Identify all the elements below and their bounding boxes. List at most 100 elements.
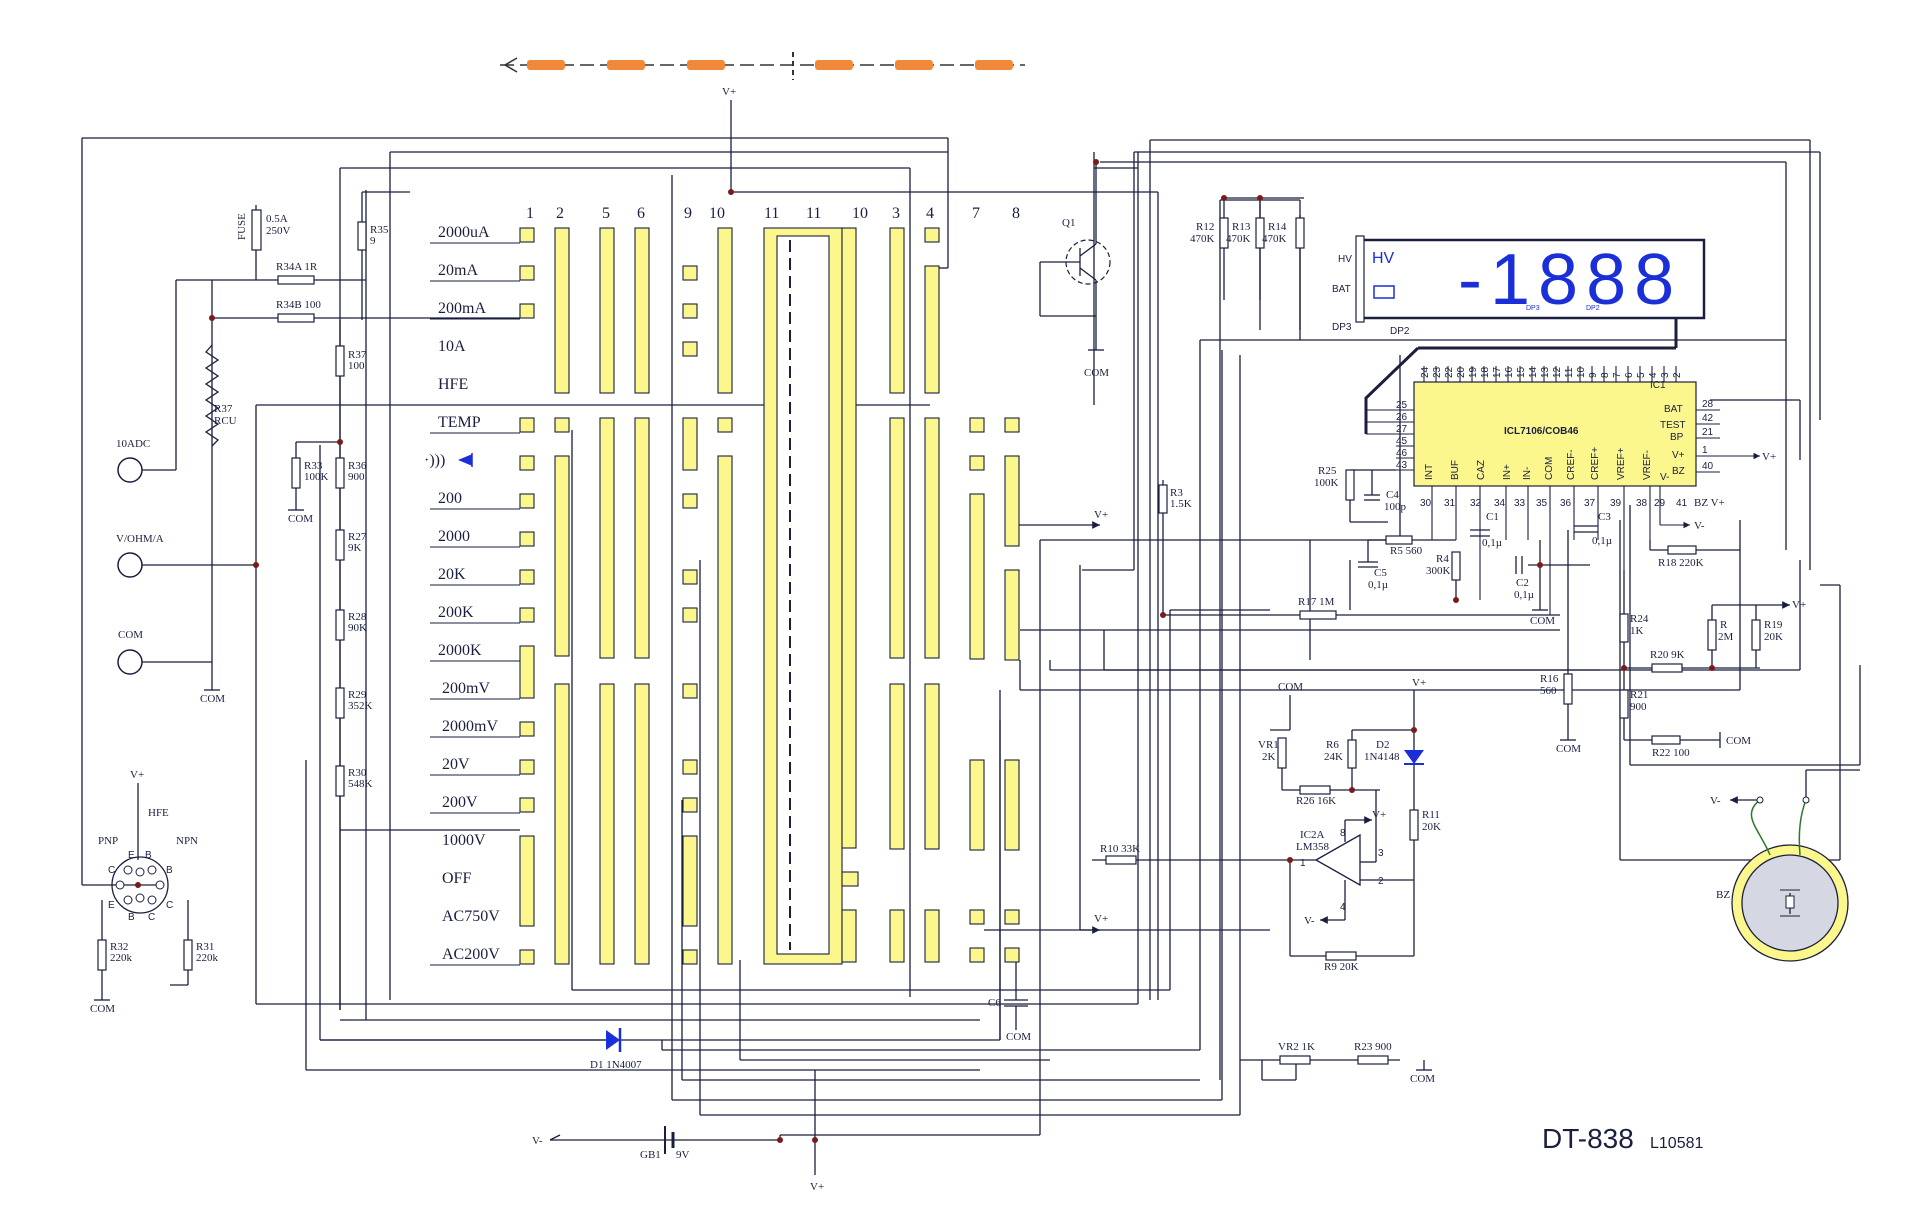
svg-text:17: 17 [1492, 366, 1503, 378]
opamp-section: COM VR1 2K R26 16K R6 24K V+ D2 1N4148 R… [1092, 677, 1441, 973]
jack-10adc[interactable] [117, 457, 143, 483]
svg-text:20V: 20V [442, 756, 470, 773]
svg-text:45: 45 [1396, 436, 1408, 447]
svg-text:BZ: BZ [1716, 889, 1730, 901]
svg-text:AC750V: AC750V [442, 908, 500, 925]
svg-text:24: 24 [1420, 366, 1431, 378]
svg-text:D1 1N4007: D1 1N4007 [590, 1059, 642, 1071]
svg-text:HV: HV [1338, 254, 1352, 265]
svg-text:V-: V- [1304, 915, 1315, 927]
svg-text:V+: V+ [1094, 509, 1108, 521]
svg-text:5: 5 [602, 205, 610, 222]
svg-text:13: 13 [1540, 366, 1551, 378]
svg-text:DP2: DP2 [1390, 326, 1410, 337]
svg-text:18: 18 [1480, 366, 1491, 378]
svg-text:R19: R19 [1764, 619, 1783, 631]
svg-text:0,1µ: 0,1µ [1482, 537, 1502, 549]
svg-text:19: 19 [1468, 366, 1479, 378]
svg-text:3: 3 [1660, 372, 1671, 378]
svg-text:9: 9 [684, 205, 692, 222]
svg-text:·))): ·))) [424, 452, 445, 469]
svg-text:BZ: BZ [1672, 466, 1685, 477]
svg-text:16: 16 [1504, 366, 1515, 378]
svg-text:10: 10 [852, 205, 868, 222]
svg-text:IN+: IN+ [1502, 464, 1513, 480]
svg-text:V+: V+ [1672, 450, 1685, 461]
svg-text:200mA: 200mA [438, 300, 486, 317]
jack-com[interactable] [117, 649, 143, 675]
svg-text:100K: 100K [1314, 477, 1339, 489]
svg-text:LM358: LM358 [1296, 841, 1330, 853]
svg-text:B: B [145, 850, 152, 861]
svg-text:32: 32 [1470, 498, 1482, 509]
svg-text:27: 27 [1396, 424, 1408, 435]
svg-text:C1: C1 [1486, 511, 1499, 523]
svg-text:COM: COM [288, 513, 313, 525]
model-label: DT-838 L10581 [1542, 1123, 1703, 1154]
svg-text:26: 26 [1396, 412, 1408, 423]
svg-text:2K: 2K [1262, 751, 1276, 763]
ic1-bottom-pins: INT BUF CAZ IN+ IN- COM CREF- CREF+ VREF… [1420, 447, 1725, 615]
svg-text:BAT: BAT [1332, 284, 1351, 295]
svg-text:900: 900 [348, 471, 365, 483]
svg-text:R21: R21 [1630, 689, 1648, 701]
svg-text:8: 8 [1340, 828, 1346, 839]
svg-text:VREF-: VREF- [1642, 450, 1653, 480]
svg-text:10: 10 [1576, 366, 1587, 378]
svg-text:BP: BP [1670, 432, 1684, 443]
svg-text:4: 4 [926, 205, 934, 222]
svg-text:560: 560 [1540, 685, 1557, 697]
svg-text:100: 100 [348, 360, 365, 372]
svg-text:1.5K: 1.5K [1170, 498, 1192, 510]
svg-text:B: B [166, 865, 173, 876]
svg-text:0.5A: 0.5A [266, 213, 288, 225]
svg-text:C: C [148, 912, 155, 923]
switch-outputs: V+ V+ C6 COM [984, 509, 1108, 1043]
svg-text:R13: R13 [1232, 221, 1251, 233]
display-section: R12 470K R13 470K R14 470K HV BAT DP3 DP… [1190, 197, 1706, 434]
svg-text:11: 11 [1564, 367, 1575, 378]
svg-text:C4: C4 [1386, 489, 1399, 501]
svg-text:R9 20K: R9 20K [1324, 961, 1359, 973]
svg-text:11: 11 [764, 205, 779, 222]
svg-text:COM: COM [200, 693, 225, 705]
svg-text:CREF+: CREF+ [1590, 447, 1601, 480]
svg-text:COM: COM [1544, 457, 1555, 480]
svg-text:24K: 24K [1324, 751, 1343, 763]
svg-text:20: 20 [1456, 366, 1467, 378]
jack-vohm[interactable] [117, 552, 143, 578]
svg-text:C5: C5 [1374, 567, 1387, 579]
svg-text:R16: R16 [1540, 673, 1559, 685]
svg-text:250V: 250V [266, 225, 291, 237]
svg-text:V+: V+ [722, 86, 736, 98]
svg-text:VR1: VR1 [1258, 739, 1279, 751]
rotary-switch[interactable]: 1 2 5 6 9 10 11 11 10 3 4 7 8 [519, 205, 1020, 965]
svg-text:R24: R24 [1630, 613, 1649, 625]
svg-text:20K: 20K [1422, 821, 1441, 833]
svg-text:BUF: BUF [1450, 460, 1461, 480]
svg-text:200V: 200V [442, 794, 478, 811]
svg-text:-1888: -1888 [1458, 240, 1682, 320]
svg-text:220k: 220k [110, 952, 133, 964]
svg-text:E: E [108, 900, 115, 911]
buzzer: BZ V- [1710, 769, 1860, 962]
svg-text:R29: R29 [348, 689, 367, 701]
bottom-section: D1 1N4007 VR2 1K R23 900 COM V- GB1 9V V… [320, 1028, 1435, 1193]
svg-text:9V: 9V [676, 1149, 690, 1161]
svg-text:RCU: RCU [214, 415, 237, 427]
svg-text:5: 5 [1636, 372, 1647, 378]
svg-text:1: 1 [1702, 445, 1708, 456]
svg-text:B: B [128, 912, 135, 923]
switch-position-numbers: 1 2 5 6 9 10 11 11 10 3 4 7 8 [526, 205, 1020, 222]
svg-text:BAT: BAT [1664, 404, 1683, 415]
svg-text:V/OHM/A: V/OHM/A [116, 533, 164, 545]
svg-text:200: 200 [438, 490, 462, 507]
r3: R3 1.5K R17 1M [1158, 480, 1560, 620]
svg-text:TEST: TEST [1660, 420, 1686, 431]
svg-text:100p: 100p [1384, 501, 1407, 513]
svg-text:R4: R4 [1436, 553, 1449, 565]
svg-text:R14: R14 [1268, 221, 1287, 233]
svg-text:22: 22 [1444, 366, 1455, 378]
svg-text:R11: R11 [1422, 809, 1440, 821]
